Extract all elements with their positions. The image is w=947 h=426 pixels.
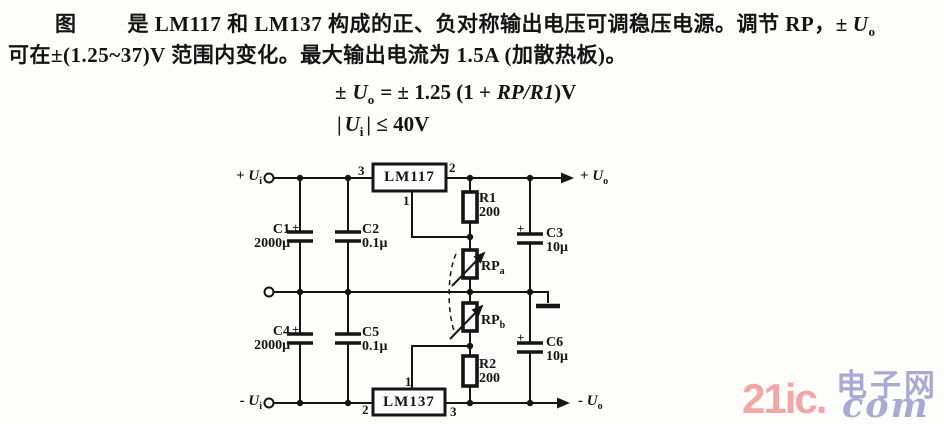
wires <box>273 177 561 404</box>
neg-output-label: - Uo <box>578 394 603 412</box>
pos-output-label: + Uo <box>580 169 608 187</box>
c3-plates <box>517 232 543 245</box>
common-rail-wire <box>273 291 549 303</box>
r2-body <box>461 354 479 388</box>
plus-minus-sign: ± <box>335 80 347 104</box>
neg-out-sign: - <box>578 393 583 409</box>
lm117-pin-out: 2 <box>449 160 456 175</box>
rpa-wiper-arrow <box>451 251 486 287</box>
watermark-brand: 21ic. <box>742 375 827 422</box>
c6-value: 10μ <box>546 349 568 364</box>
abs-close-and-limit: | ≤ 40V <box>366 112 430 136</box>
uo-subscript: o <box>367 92 375 108</box>
potentiometer-arrows <box>448 251 486 340</box>
ui-subscript: i <box>359 124 364 140</box>
c3-value: 10μ <box>546 240 568 255</box>
formula-output-voltage: ±Uo = ± 1.25 (1 +RP/R1)V <box>335 80 576 108</box>
junction-dots <box>296 174 534 407</box>
equation-close: )V <box>554 80 577 104</box>
pos-in-sign: + <box>236 168 245 184</box>
description-line-2: 可在±(1.25~37)V 范围内变化。最大输出电流为 1.5A (加散热板)。 <box>8 43 627 67</box>
lm137-pin-out: 3 <box>450 404 457 419</box>
neg-in-var: U <box>248 393 260 409</box>
c2-value: 0.1μ <box>362 236 388 251</box>
c3-name: C3 <box>546 226 564 241</box>
ui-symbol: U <box>344 112 360 136</box>
equation-body: = ± 1.25 (1 + <box>380 80 491 104</box>
capacitor-plates <box>287 230 543 354</box>
c6-plates <box>517 341 543 354</box>
r2-name: R2 <box>479 357 497 372</box>
pos-input-terminal <box>263 172 275 184</box>
rpa-sub: a <box>499 265 505 277</box>
pos-in-var: U <box>248 168 260 184</box>
watermark-tld: com <box>842 385 930 426</box>
c1-polarity-plus: + <box>292 220 300 235</box>
voltage-symbol: U <box>852 12 869 36</box>
formula-input-voltage: |Ui| ≤ 40V <box>337 112 429 140</box>
neg-output-arrow-icon <box>557 397 570 409</box>
rp-r1-ratio: RP/R1 <box>496 80 555 104</box>
r1-name: R1 <box>479 191 497 206</box>
c5-name: C5 <box>362 325 380 340</box>
c4-plates <box>287 332 313 345</box>
c5-plates <box>335 332 361 345</box>
lm117-pin-in: 3 <box>358 163 365 178</box>
description-line-1: 图 是 LM117 和 LM137 构成的正、负对称输出电压可调稳压电源。调节 R… <box>55 8 875 40</box>
pos-out-sub: o <box>603 176 609 187</box>
c2-name: C2 <box>362 222 380 237</box>
voltage-subscript: o <box>868 24 876 40</box>
rpb-label: RPb <box>481 313 506 331</box>
neg-out-sub: o <box>597 401 603 412</box>
lm137-pin-adj: 1 <box>405 374 412 389</box>
pos-in-sub: i <box>259 176 262 187</box>
c2-plates <box>335 230 361 243</box>
lm117-adjust-wire <box>411 191 470 238</box>
pos-output-arrow-icon <box>561 172 574 184</box>
c6-name: C6 <box>546 335 564 350</box>
rpa-name: RP <box>481 259 500 274</box>
lm137-pin-in: 2 <box>362 402 369 417</box>
pos-input-label: + Ui <box>226 169 262 187</box>
ic-boxes <box>371 162 448 417</box>
c1-name: C1 <box>272 222 290 237</box>
c1-value: 2000μ <box>254 236 290 251</box>
rpb-sub: b <box>499 319 506 331</box>
lm137-box <box>371 387 447 417</box>
neg-in-sub: i <box>259 401 262 412</box>
lm117-box <box>371 162 448 193</box>
lm117-pin-adj: 1 <box>403 193 410 208</box>
ganged-link-dashed-line <box>448 253 457 335</box>
abs-bar-open: | <box>337 112 342 136</box>
rpa-label: RPa <box>481 259 505 277</box>
lm117-label: LM117 <box>384 169 435 185</box>
lm137-label: LM137 <box>383 393 435 410</box>
c4-value: 2000μ <box>254 338 290 353</box>
figure-label: 图 <box>55 12 77 36</box>
pos-out-var: U <box>592 168 604 184</box>
output-arrows <box>557 172 574 409</box>
neg-input-label: - Ui <box>224 394 262 412</box>
common-terminal <box>263 286 275 298</box>
description-text-1: 是 LM117 和 LM137 构成的正、负对称输出电压可调稳压电源。调节 RP… <box>127 12 848 36</box>
neg-in-sign: - <box>239 393 245 409</box>
c4-name: C4 <box>272 324 290 339</box>
c6-polarity-plus: + <box>517 330 525 345</box>
watermark-site-name: 电子网 <box>836 368 938 403</box>
c3-polarity-plus: + <box>517 221 525 236</box>
c4-polarity-plus: + <box>292 322 300 337</box>
neg-input-terminal <box>263 397 275 409</box>
c1-plates <box>287 230 313 243</box>
lm137-adjust-wire <box>411 345 470 389</box>
rpb-name: RP <box>481 313 500 328</box>
c5-value: 0.1μ <box>362 339 388 354</box>
uo-symbol: U <box>352 80 368 104</box>
terminal-circles <box>263 172 275 409</box>
r1-body <box>461 190 479 224</box>
r2-value: 200 <box>479 371 500 386</box>
r1-value: 200 <box>479 205 500 220</box>
neg-out-var: U <box>586 393 598 409</box>
pos-out-sign: + <box>580 168 589 184</box>
